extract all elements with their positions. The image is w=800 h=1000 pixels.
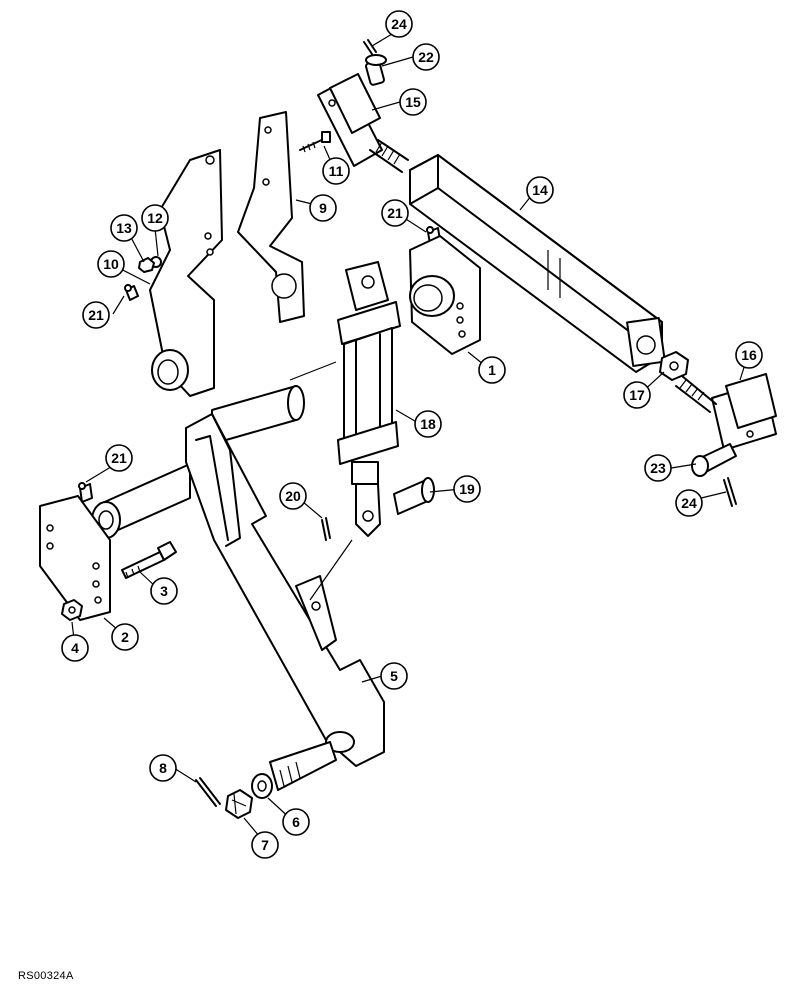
callout-24-right: 24 <box>675 489 703 517</box>
part-3-bolt <box>121 541 177 579</box>
alignment-lines <box>289 361 353 601</box>
svg-text:19: 19 <box>459 481 475 497</box>
svg-text:12: 12 <box>147 210 163 226</box>
part-21-fitting-c <box>78 482 93 503</box>
callout-18: 18 <box>414 410 442 438</box>
part-16-clevis <box>675 373 777 451</box>
svg-text:11: 11 <box>329 163 344 179</box>
callout-9: 9 <box>309 194 337 222</box>
svg-text:13: 13 <box>116 220 132 236</box>
callout-8: 8 <box>149 754 177 782</box>
callout-15: 15 <box>399 88 427 116</box>
svg-text:18: 18 <box>420 416 436 432</box>
part-13-nut <box>138 257 155 273</box>
callout-21-left: 21 <box>82 301 110 329</box>
callout-21-right: 21 <box>381 199 409 227</box>
svg-text:20: 20 <box>285 488 301 504</box>
svg-text:6: 6 <box>292 814 300 830</box>
svg-text:4: 4 <box>71 640 79 656</box>
callout-20: 20 <box>279 482 307 510</box>
callout-2: 2 <box>111 623 139 651</box>
svg-text:10: 10 <box>103 256 119 272</box>
callout-1: 1 <box>478 356 506 384</box>
part-15-clevis <box>317 73 409 173</box>
part-17-nut <box>659 351 689 381</box>
callout-3: 3 <box>150 577 178 605</box>
callout-5: 5 <box>380 662 408 690</box>
part-21-fitting-a <box>124 284 139 301</box>
part-20-cotter <box>321 517 331 541</box>
callout-14: 14 <box>526 176 554 204</box>
svg-text:15: 15 <box>405 94 421 110</box>
svg-text:21: 21 <box>111 450 127 466</box>
callout-4: 4 <box>61 634 89 662</box>
callout-10: 10 <box>97 250 125 278</box>
part-6-washer <box>251 773 273 799</box>
svg-text:1: 1 <box>488 362 496 378</box>
part-7-castle-nut <box>225 789 253 819</box>
part-2-plate <box>39 495 111 621</box>
callout-17: 17 <box>623 381 651 409</box>
svg-text:7: 7 <box>261 837 269 853</box>
callout-12: 12 <box>141 204 169 232</box>
part-4-nut <box>61 599 83 621</box>
svg-text:8: 8 <box>159 760 167 776</box>
part-10-bracket <box>149 149 223 397</box>
callout-21-bottom: 21 <box>105 444 133 472</box>
callout-22: 22 <box>412 43 440 71</box>
callout-16: 16 <box>735 341 763 369</box>
callout-7: 7 <box>251 831 279 859</box>
svg-text:24: 24 <box>681 495 697 511</box>
reference-code: RS00324A <box>18 970 74 982</box>
part-18-cylinder <box>337 261 401 537</box>
part-23-pin <box>691 443 737 477</box>
part-5-arm <box>185 413 385 791</box>
part-14-tube <box>409 154 666 373</box>
svg-text:23: 23 <box>650 460 666 476</box>
svg-text:21: 21 <box>387 205 403 221</box>
svg-text:5: 5 <box>390 668 398 684</box>
callout-13: 13 <box>110 214 138 242</box>
callout-6: 6 <box>282 808 310 836</box>
callout-11: 11 <box>322 157 350 185</box>
callout-24-top: 24 <box>385 10 413 38</box>
part-22-pin-top <box>365 54 387 86</box>
svg-text:9: 9 <box>319 200 327 216</box>
svg-text:24: 24 <box>391 16 407 32</box>
svg-text:16: 16 <box>741 347 757 363</box>
svg-text:2: 2 <box>121 629 129 645</box>
svg-text:17: 17 <box>629 387 645 403</box>
callout-23: 23 <box>644 454 672 482</box>
callout-19: 19 <box>453 475 481 503</box>
svg-text:21: 21 <box>88 307 104 323</box>
part-11-bolt <box>299 131 331 153</box>
part-19-pin <box>393 477 435 515</box>
part-1-plate <box>409 235 481 355</box>
svg-text:3: 3 <box>160 583 168 599</box>
part-9-plate <box>237 111 305 323</box>
leader-lines <box>71 33 749 844</box>
svg-text:22: 22 <box>418 49 434 65</box>
cross-tube <box>91 385 305 539</box>
svg-text:14: 14 <box>532 182 548 198</box>
part-24-cotter-right <box>723 477 737 507</box>
part-8-cotter <box>195 777 221 807</box>
part-24-cotter-top <box>363 39 377 55</box>
